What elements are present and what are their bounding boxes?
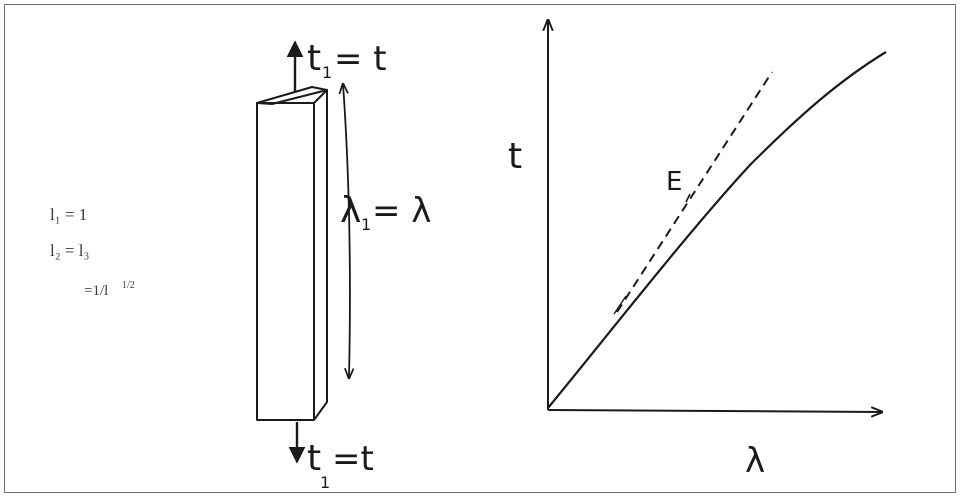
stress-stretch-curve	[547, 51, 887, 409]
stretch-equations: l₁ = 1 l₂ = l₃ =1/l 1/2	[50, 205, 135, 299]
graph-x-axis-label: λ	[745, 441, 765, 481]
initial-tangent-line	[616, 71, 773, 313]
bottom-force-symbol: t	[307, 438, 321, 479]
top-force-value: = t	[334, 39, 387, 79]
equation-line-3-exponent: 1/2	[122, 280, 135, 291]
stretch-label: λ 1 = λ	[340, 190, 431, 234]
top-force-symbol: t	[307, 38, 321, 79]
stretch-symbol: λ	[340, 190, 361, 231]
bar-front-face	[256, 102, 315, 421]
top-force-subscript: 1	[322, 63, 332, 82]
stretched-bar	[256, 86, 328, 421]
equation-line-1: l₁ = 1	[50, 205, 87, 224]
equation-line-2: l₂ = l₃	[50, 241, 89, 260]
top-force-label: t 1 = t	[307, 38, 387, 82]
tangent-label-tick	[685, 193, 691, 203]
stretch-double-arrow	[343, 84, 350, 378]
graph-y-axis-label: t	[508, 136, 522, 177]
graph-x-axis	[547, 410, 882, 412]
stretch-value: = λ	[372, 191, 431, 231]
bottom-force-subscript: 1	[320, 473, 330, 492]
bottom-force-value: =t	[332, 439, 374, 479]
tangent-modulus-label: E	[666, 167, 682, 197]
bar-side-face	[313, 89, 328, 421]
equation-line-3-base: =1/l	[84, 283, 108, 299]
bottom-force-label: t 1 =t	[307, 438, 374, 492]
stretch-subscript: 1	[361, 215, 371, 234]
tangent-origin-mark	[613, 295, 627, 315]
